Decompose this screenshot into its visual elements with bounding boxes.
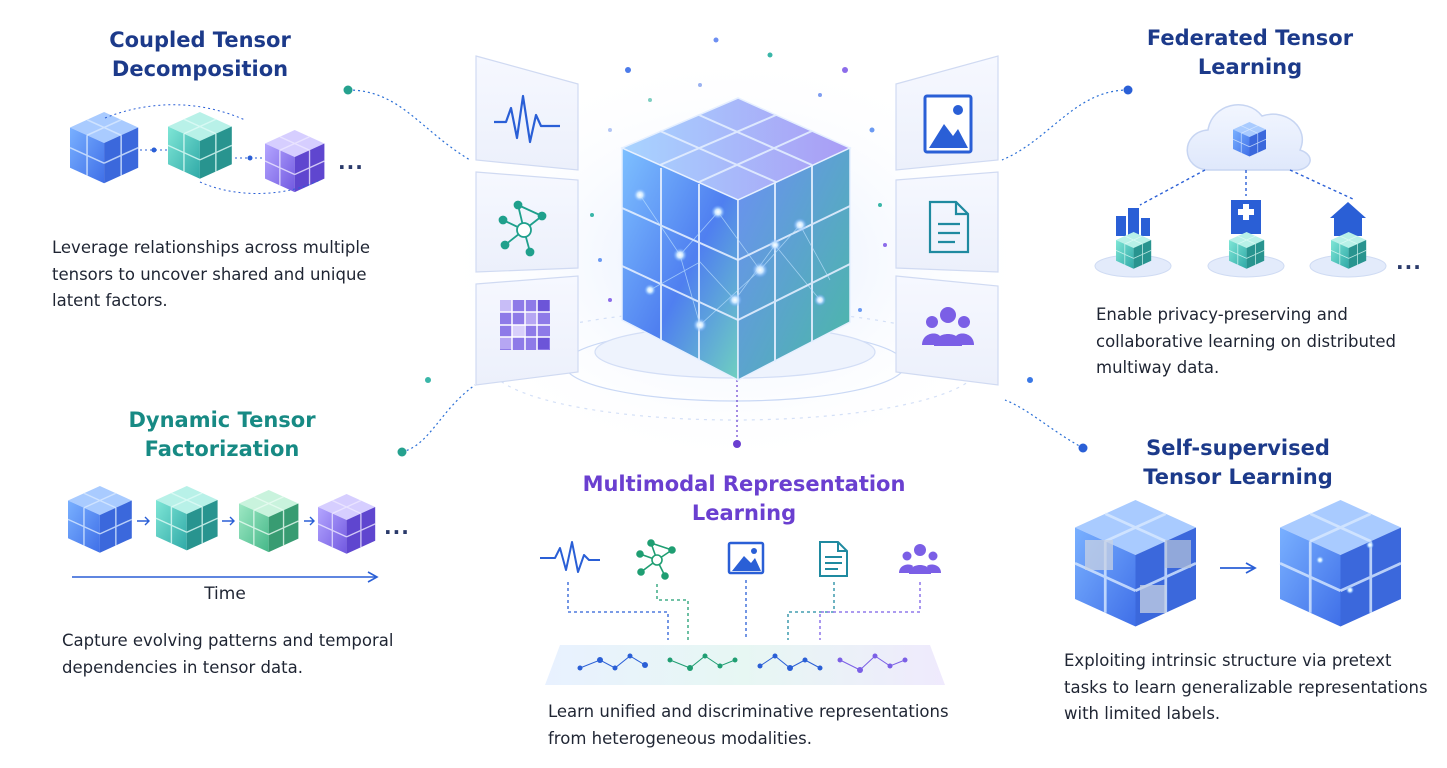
coupled-ellipsis: ... [338,150,364,174]
federated-desc-line: collaborative learning on distributed [1096,331,1396,351]
coupled-desc-line: latent factors. [52,291,168,310]
left-panel-matrix [475,275,579,386]
connector-dot-coupled [343,85,353,95]
dynamic-title-line: Factorization [144,437,300,461]
coupled-title-line: Coupled Tensor [109,28,291,52]
modality-connectors [567,580,921,640]
selfsup-description: Exploiting intrinsic structure via prete… [1064,648,1428,728]
dynamic-title: Dynamic Tensor Factorization [100,406,344,464]
embedding-strip [545,645,945,685]
coupled-description: Leverage relationships across multiple t… [52,235,370,315]
dynamic-desc-line: Capture evolving patterns and temporal [62,631,394,650]
federated-desc-line: multiway data. [1096,358,1220,377]
time-axis-label: Time [204,584,246,604]
multimodal-title-line: Multimodal Representation [582,472,906,496]
connector-dot-dynamic [397,447,407,457]
connector-dot-selfsup [1078,443,1088,453]
left-panel-waveform [475,55,579,171]
multimodal-desc-line: from heterogeneous modalities. [548,728,812,748]
time-axis-arrow [72,571,379,583]
federated-ellipsis: ... [1396,250,1422,274]
dynamic-title-line: Dynamic Tensor [128,408,316,432]
modality-icons [540,539,941,580]
selfsup-reconstructed-cube [1278,498,1403,628]
right-panel-image [895,55,999,171]
dynamic-desc-line: dependencies in tensor data. [62,657,303,677]
people-icon [922,307,974,346]
coupled-title: Coupled Tensor Decomposition [80,26,320,84]
right-panel-document [895,171,999,273]
graph-network-icon [636,539,676,580]
federated-title: Federated Tensor Learning [1130,24,1370,82]
coupled-cubes [69,104,326,194]
image-icon [923,94,973,154]
selfsup-desc-line: with limited labels. [1064,704,1221,723]
client-house [1309,202,1387,278]
house-icon [1330,202,1366,236]
waveform-icon [494,94,560,144]
city-building-icon [1116,208,1150,236]
document-icon [928,200,970,254]
multimodal-title: Multimodal Representation Learning [574,470,914,528]
dynamic-description: Capture evolving patterns and temporal d… [62,628,393,681]
left-panel-graph [475,171,579,273]
connector-dot-federated [1123,85,1133,95]
grid-matrix-icon [500,300,550,350]
connector-lines [347,89,1129,453]
selfsup-masked-cube [1073,498,1198,628]
selfsup-desc-line: tasks to learn generalizable representat… [1064,677,1428,697]
federated-links [1139,169,1356,206]
coupled-desc-line: Leverage relationships across multiple [52,238,371,257]
client-city [1094,208,1172,278]
glow-nodes [633,188,826,332]
right-panel-people [895,275,999,386]
waveform-icon [540,541,600,573]
selfsup-desc-line: Exploiting intrinsic structure via prete… [1064,651,1392,670]
dynamic-cubes [67,485,379,583]
multimodal-description: Learn unified and discriminative represe… [548,699,949,752]
selfsup-arrow [1220,562,1257,574]
multimodal-desc-line: Learn unified and discriminative represe… [548,702,949,721]
federated-description: Enable privacy-preserving and collaborat… [1096,302,1396,382]
federated-desc-line: Enable privacy-preserving and [1096,305,1348,324]
central-tensor-cube [620,97,852,382]
dynamic-ellipsis: ... [384,515,410,539]
coupled-desc-line: tensors to uncover shared and unique [52,264,367,284]
document-icon [819,541,848,577]
multimodal-title-line: Learning [691,501,797,525]
federated-cloud [1186,104,1311,171]
coupled-title-line: Decomposition [111,57,289,81]
connector-dot-multimodal [733,440,741,448]
selfsup-title: Self-supervised Tensor Learning [1118,434,1358,492]
federated-title-line: Learning [1197,55,1303,79]
hospital-icon [1231,200,1261,234]
selfsup-title-line: Self-supervised [1146,436,1330,460]
graph-network-icon [498,200,547,257]
federated-title-line: Federated Tensor [1146,26,1354,50]
image-icon [727,541,765,575]
client-hospital [1207,200,1285,278]
people-icon [899,544,941,574]
selfsup-title-line: Tensor Learning [1143,465,1333,489]
